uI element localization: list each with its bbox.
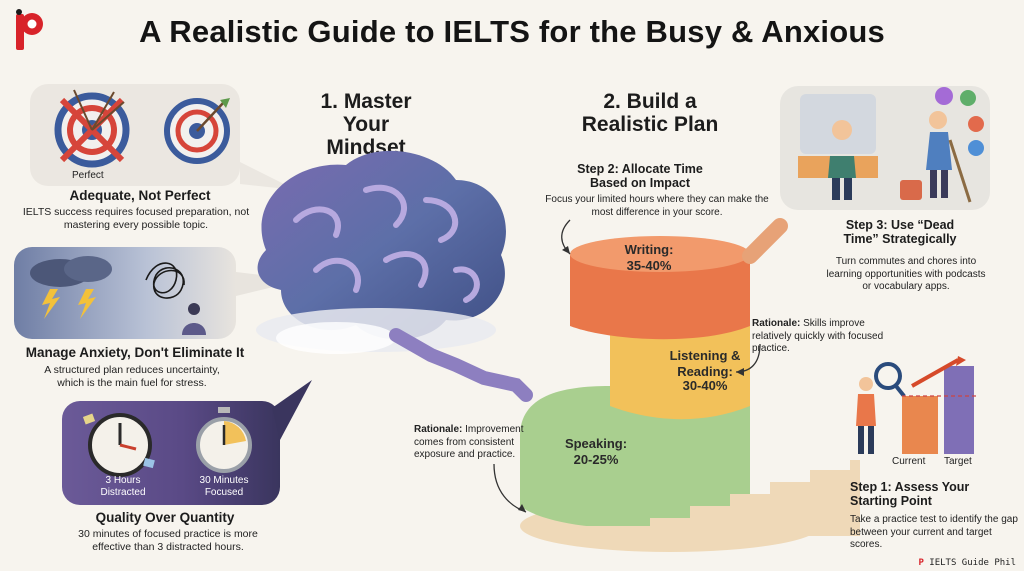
adequate-card: Perfect xyxy=(30,84,240,186)
clock-right-label: 30 Minutes Focused xyxy=(199,475,249,498)
step3-text: Turn commutes and chores into learning o… xyxy=(826,256,986,292)
bar-target-label: Target xyxy=(944,456,972,467)
page-title: A Realistic Guide to IELTS for the Busy … xyxy=(139,14,885,49)
app-bubbles-icon xyxy=(935,87,984,156)
anxiety-card xyxy=(14,247,236,339)
arrow-curve-icon xyxy=(493,463,527,513)
arrow-curve-icon-3 xyxy=(561,219,571,255)
footer-brand: P IELTS Guide Phil xyxy=(918,558,1016,568)
rationale-right-label: Rationale: xyxy=(752,318,801,329)
footer-text: IELTS Guide Phil xyxy=(929,558,1016,568)
focused-stopwatch-icon xyxy=(196,407,252,473)
anxiety-title: Manage Anxiety, Don't Eliminate It xyxy=(25,345,245,360)
dead-time-card xyxy=(780,86,990,210)
cleaning-person-icon xyxy=(900,111,972,203)
rationale-right-text: Skills improve relatively quickly with f… xyxy=(752,318,884,354)
sad-person-icon xyxy=(182,303,206,335)
segment-lr-range: 30-40% xyxy=(682,378,728,393)
brain-illustration xyxy=(256,150,533,402)
segment-speaking-range: 20-25% xyxy=(573,452,619,467)
rationale-right: Rationale: Skills improve relatively qui… xyxy=(752,318,892,356)
clock-left-label: 3 Hours Distracted xyxy=(100,475,146,498)
commuter-icon xyxy=(798,94,878,200)
target-hit-icon xyxy=(164,98,230,164)
step2-text: Focus your limited hours where they can … xyxy=(545,194,769,218)
target-crossed-icon xyxy=(54,89,130,168)
plan-spiral-tower xyxy=(520,218,820,552)
stairs-illustration xyxy=(560,460,860,536)
distracted-clock-icon xyxy=(82,413,155,477)
quality-title: Quality Over Quantity xyxy=(95,510,235,525)
footer-logo-icon: P xyxy=(918,558,924,568)
speech-tail xyxy=(240,162,296,190)
step1-title: Step 1: Assess Your Starting Point xyxy=(850,480,970,508)
storm-cloud-icon xyxy=(30,256,112,319)
segment-lr-name: Listening & Reading: xyxy=(669,348,741,379)
adequate-text: IELTS success requires focused preparati… xyxy=(22,206,250,232)
speech-tail-3 xyxy=(272,380,312,440)
quality-card: 3 Hours Distracted 30 Minutes Focused xyxy=(62,401,280,505)
tangle-icon xyxy=(145,262,185,299)
adequate-title: Adequate, Not Perfect xyxy=(69,188,211,203)
rationale-left-label: Rationale: xyxy=(414,424,463,435)
segment-writing-name: Writing: xyxy=(624,242,674,257)
segment-speaking-name: Speaking: xyxy=(564,436,628,451)
perfect-label: Perfect xyxy=(72,170,104,181)
quality-text: 30 minutes of focused practice is more e… xyxy=(78,528,258,554)
rationale-left: Rationale: Improvement comes from consis… xyxy=(414,424,544,462)
plan-heading: 2. Build a Realistic Plan xyxy=(581,90,719,137)
anxiety-text: A structured plan reduces uncertainty, w… xyxy=(44,364,220,390)
brand-logo-icon xyxy=(16,9,43,50)
arrow-curve-icon-2 xyxy=(735,343,761,376)
progress-bars-illustration xyxy=(856,356,978,454)
bar-current-label: Current xyxy=(892,456,926,467)
step1-text: Take a practice test to identify the gap… xyxy=(850,514,1018,550)
segment-writing-range: 35-40% xyxy=(626,258,672,273)
rationale-left-text: Improvement comes from consistent exposu… xyxy=(414,424,524,460)
step2-title: Step 2: Allocate Time Based on Impact xyxy=(577,162,703,190)
step3-title: Step 3: Use “Dead Time” Strategically xyxy=(843,218,957,246)
